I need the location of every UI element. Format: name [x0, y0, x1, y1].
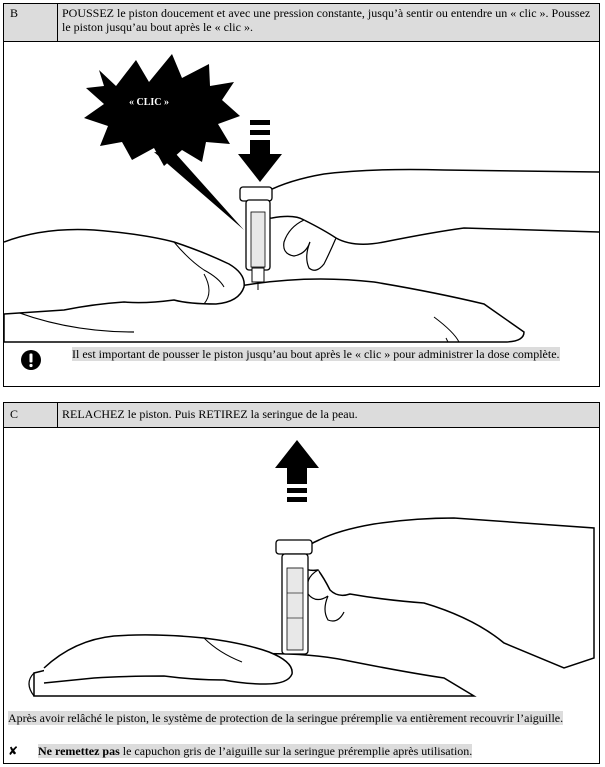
step-c-section: C RELACHEZ le piston. Puis RETIREZ la se… — [3, 402, 600, 764]
arrow-up-icon — [275, 440, 319, 502]
right-hand — [297, 517, 595, 669]
cross-mark-icon: ✘ — [8, 744, 19, 758]
step-b-warning-text: Il est important de pousser le piston ju… — [72, 347, 560, 361]
click-starburst — [84, 54, 240, 166]
step-c-letter: C — [4, 403, 58, 427]
step-c-illustration: Après avoir relâché le piston, le systèm… — [4, 428, 599, 764]
step-c-dont: ✘ Ne remettez pas le capuchon gris de l’a… — [8, 744, 594, 758]
syringe-body — [239, 186, 273, 202]
step-b-section: B POUSSEZ le piston doucement et avec un… — [3, 3, 600, 387]
left-hand — [43, 634, 293, 685]
step-b-warning: Il est important de pousser le piston ju… — [72, 347, 594, 361]
arrow-down-icon — [238, 120, 282, 182]
step-c-instruction: RELACHEZ le piston. Puis RETIREZ la seri… — [58, 403, 599, 427]
remove-syringe-illustration — [28, 440, 595, 697]
left-hand — [4, 228, 245, 315]
step-c-dont-rest: le capuchon gris de l’aiguille sur la se… — [119, 744, 473, 758]
step-c-dont-text: Ne remettez pas le capuchon gris de l’ai… — [38, 744, 473, 758]
step-b-letter: B — [4, 4, 58, 41]
right-hand — [248, 168, 599, 245]
syringe-body — [275, 539, 313, 555]
step-b-instruction: POUSSEZ le piston doucement et avec une … — [58, 4, 599, 41]
step-b-header: B POUSSEZ le piston doucement et avec un… — [4, 4, 599, 42]
starburst-tail — [154, 152, 244, 230]
push-plunger-illustration — [4, 54, 599, 343]
step-c-note-text: Après avoir relâché le piston, le systèm… — [8, 711, 564, 725]
step-c-note: Après avoir relâché le piston, le systèm… — [8, 711, 594, 725]
click-label: « CLIC » — [129, 97, 170, 108]
step-c-dont-bold: Ne remettez pas — [38, 744, 120, 758]
step-b-illustration: « CLIC » Il est important de pousser le … — [4, 42, 599, 387]
step-c-header: C RELACHEZ le piston. Puis RETIREZ la se… — [4, 403, 599, 428]
